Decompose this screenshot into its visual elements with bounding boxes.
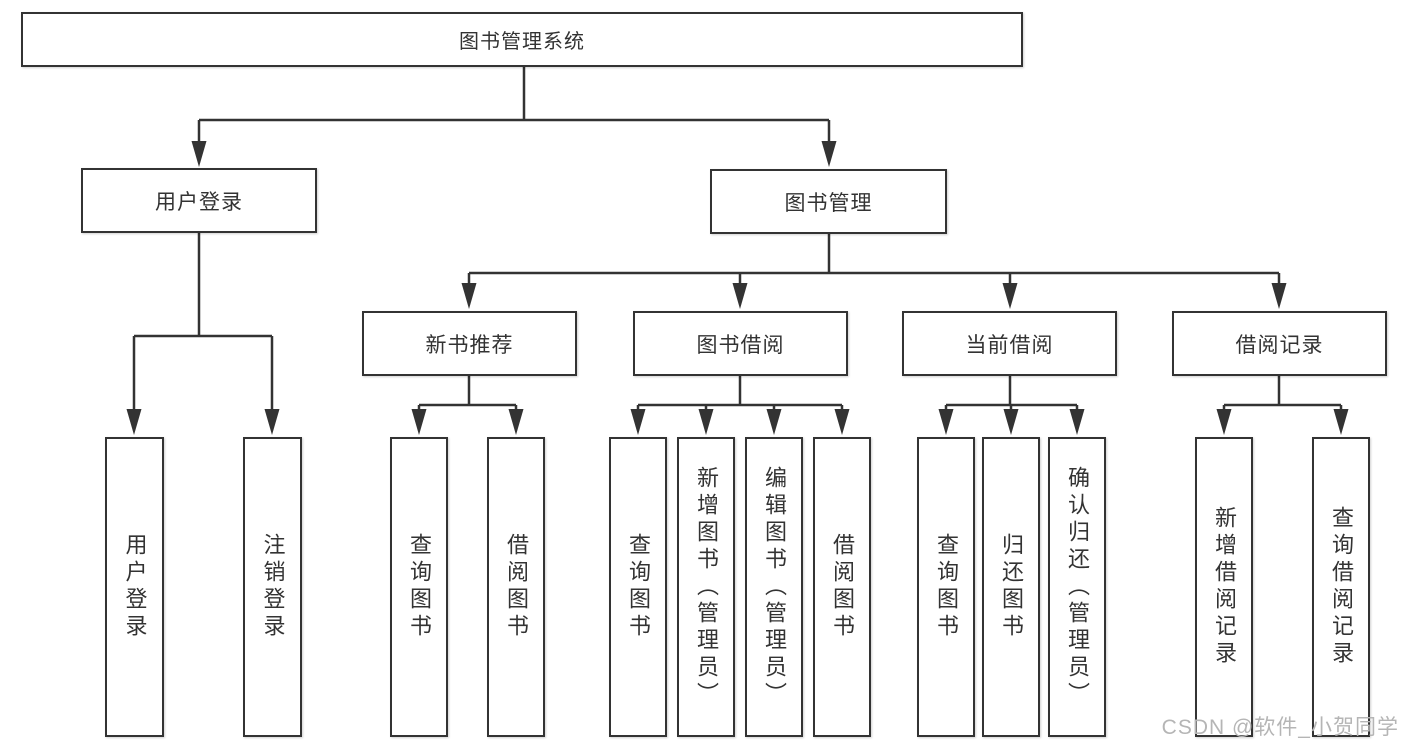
leaf-user-login: 用户登录 [105, 437, 164, 737]
leaf-edit-book-admin: 编辑图书（管理员） [745, 437, 803, 737]
connector-book-management-branch [461, 234, 1287, 309]
connector-root-to-level2 [191, 67, 837, 167]
leaf-logout-login: 注销登录 [243, 437, 302, 737]
node-label: 当前借阅 [965, 333, 1054, 357]
connector-book-borrow-branch [630, 376, 850, 435]
leaf-add-book-admin: 新增图书（管理员） [677, 437, 735, 737]
leaf-return-book: 归还图书 [982, 437, 1040, 737]
connector-user-login-branch [126, 233, 280, 435]
watermark: CSDN @软件_小贺同学 [1161, 716, 1399, 739]
leaf-recommend-borrow-book: 借阅图书 [487, 437, 545, 737]
node-label: 新书推荐 [425, 333, 514, 357]
connector-current-borrow-branch [938, 376, 1085, 435]
node-current-borrow: 当前借阅 [902, 311, 1117, 376]
node-label: 用户登录 [122, 533, 148, 641]
connector-borrow-records-branch [1216, 376, 1349, 435]
node-label: 用户登录 [155, 190, 243, 214]
node-label: 查询图书 [934, 533, 959, 641]
leaf-add-borrow-record: 新增借阅记录 [1195, 437, 1253, 737]
leaf-current-query-book: 查询图书 [917, 437, 975, 737]
node-library-management-system: 图书管理系统 [21, 12, 1023, 67]
leaf-confirm-return-admin: 确认归还（管理员） [1048, 437, 1106, 737]
node-label: 借阅图书 [504, 533, 529, 641]
leaf-recommend-query-book: 查询图书 [390, 437, 448, 737]
node-label: 确认归还（管理员） [1065, 465, 1090, 709]
node-book-management: 图书管理 [710, 169, 947, 234]
leaf-borrow-book: 借阅图书 [813, 437, 871, 737]
node-label: 借阅图书 [830, 533, 855, 641]
node-label: 查询借阅记录 [1329, 506, 1354, 668]
node-label: 查询图书 [407, 533, 432, 641]
node-label: 新增图书（管理员） [694, 465, 719, 709]
node-new-book-recommend: 新书推荐 [362, 311, 577, 376]
leaf-query-borrow-record: 查询借阅记录 [1312, 437, 1370, 737]
node-label: 借阅记录 [1235, 333, 1324, 357]
node-label: 新增借阅记录 [1212, 506, 1237, 668]
connector-new-book-recommend-branch [411, 376, 524, 435]
node-user-login: 用户登录 [81, 168, 317, 233]
node-label: 归还图书 [999, 533, 1024, 641]
node-book-borrow: 图书借阅 [633, 311, 848, 376]
node-label: 编辑图书（管理员） [762, 465, 787, 709]
node-label: 图书管理系统 [459, 31, 585, 53]
leaf-borrow-query-book: 查询图书 [609, 437, 667, 737]
node-label: 注销登录 [260, 533, 286, 641]
node-label: 查询图书 [626, 533, 651, 641]
node-borrow-records: 借阅记录 [1172, 311, 1387, 376]
node-label: 图书管理 [784, 191, 873, 215]
node-label: 图书借阅 [696, 333, 785, 357]
